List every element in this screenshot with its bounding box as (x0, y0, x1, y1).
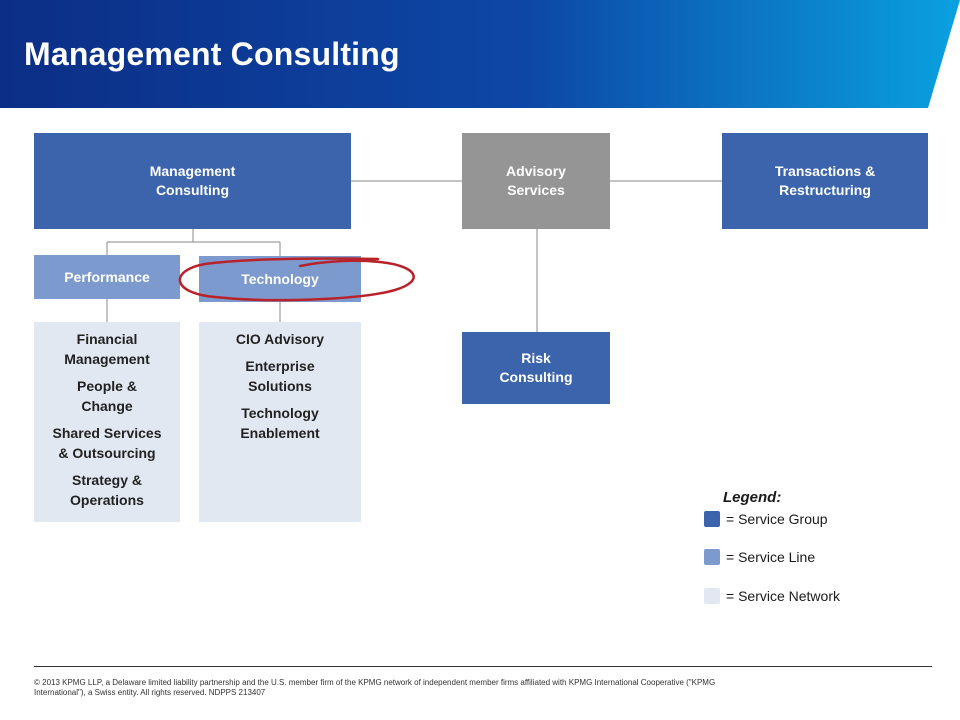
network-item-financial-management: Financial Management (64, 331, 150, 367)
transactions-restructuring-box: Transactions & Restructuring (722, 133, 928, 229)
footer-copyright: © 2013 KPMG LLP, a Delaware limited liab… (34, 678, 716, 697)
transactions-restructuring-label: Transactions & Restructuring (774, 163, 876, 198)
legend-swatch-service-line (704, 549, 720, 565)
legend-label-service-network: = Service Network (726, 588, 840, 604)
legend-swatch-service-group (704, 511, 720, 527)
legend-label-service-line: = Service Line (726, 549, 816, 565)
advisory-services-box: Advisory Services (462, 133, 610, 229)
technology-label: Technology (241, 270, 319, 287)
risk-consulting-box: Risk Consulting (462, 332, 610, 404)
header-background (0, 0, 960, 108)
page-title: Management Consulting (24, 36, 400, 72)
performance-network-panel: Financial Management People & Change Sha… (34, 322, 180, 522)
legend-label-service-group: = Service Group (726, 511, 828, 527)
footer-divider (34, 666, 932, 667)
legend-item-service-line: = Service Line (704, 549, 815, 565)
technology-box: Technology (199, 256, 361, 302)
legend-item-service-network: = Service Network (704, 588, 840, 604)
header-banner: Management Consulting (0, 0, 960, 108)
network-item-people-change: People & Change (77, 378, 137, 414)
technology-network-panel: CIO Advisory Enterprise Solutions Techno… (199, 322, 361, 522)
management-consulting-box: Management Consulting (34, 133, 351, 229)
legend-item-service-group: = Service Group (704, 511, 828, 527)
network-item-technology-enablement: Technology Enablement (240, 405, 320, 441)
advisory-services-label: Advisory Services (506, 163, 566, 198)
network-item-enterprise-solutions: Enterprise Solutions (245, 358, 315, 394)
legend-title: Legend: (723, 489, 782, 506)
legend-swatch-service-network (704, 588, 720, 604)
network-item-cio-advisory: CIO Advisory (235, 331, 325, 347)
network-item-shared-services: Shared Services & Outsourcing (52, 425, 162, 461)
performance-box: Performance (34, 255, 180, 299)
management-consulting-label: Management Consulting (149, 163, 236, 198)
performance-label: Performance (64, 268, 150, 285)
network-item-strategy-operations: Strategy & Operations (70, 472, 144, 508)
risk-consulting-label: Risk Consulting (499, 350, 573, 385)
